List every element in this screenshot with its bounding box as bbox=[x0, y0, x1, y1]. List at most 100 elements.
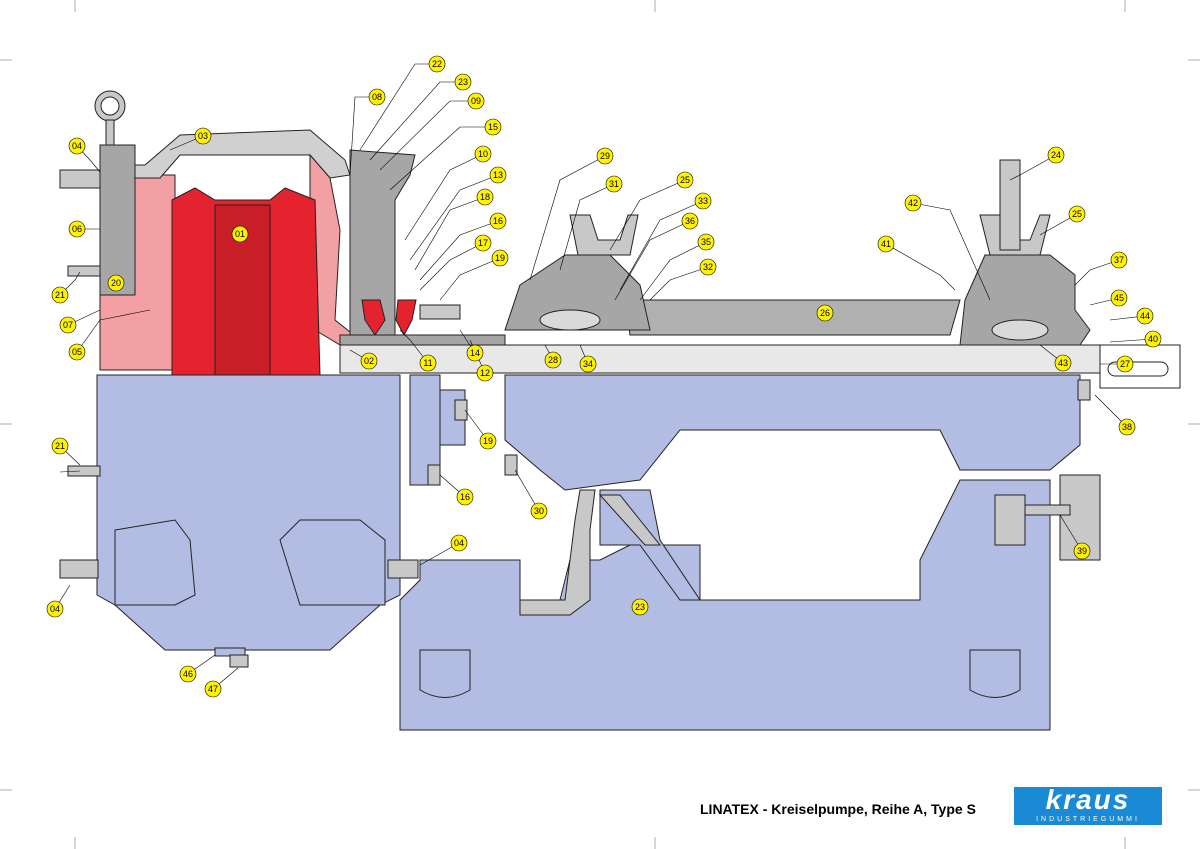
bolt-38 bbox=[1077, 379, 1091, 401]
callout-marker bbox=[579, 355, 597, 373]
callout-label: 34 bbox=[583, 359, 593, 369]
callout-25: 25 bbox=[676, 171, 694, 189]
callout-marker bbox=[605, 175, 623, 193]
callout-marker bbox=[467, 92, 485, 110]
callout-label: 13 bbox=[493, 170, 503, 180]
callout-21: 21 bbox=[51, 437, 69, 455]
callout-29: 29 bbox=[596, 147, 614, 165]
callout-35: 35 bbox=[697, 233, 715, 251]
callout-04: 04 bbox=[450, 534, 468, 552]
callout-label: 09 bbox=[471, 96, 481, 106]
callout-label: 04 bbox=[72, 141, 82, 151]
callout-marker bbox=[179, 665, 197, 683]
callout-label: 30 bbox=[534, 506, 544, 516]
bolt-16 bbox=[427, 464, 441, 486]
pulley-left bbox=[569, 214, 639, 256]
callout-label: 46 bbox=[183, 669, 193, 679]
shaft-sleeve bbox=[339, 334, 506, 346]
callout-label: 25 bbox=[680, 175, 690, 185]
lifting-eye bbox=[94, 90, 126, 146]
callout-marker bbox=[68, 137, 86, 155]
callout-38: 38 bbox=[1118, 418, 1136, 436]
callout-marker bbox=[489, 166, 507, 184]
callout-marker bbox=[484, 118, 502, 136]
callout-15: 15 bbox=[484, 118, 502, 136]
callout-04: 04 bbox=[46, 600, 64, 618]
callout-marker bbox=[194, 127, 212, 145]
callout-label: 33 bbox=[698, 196, 708, 206]
callout-label: 36 bbox=[685, 216, 695, 226]
callout-marker bbox=[68, 343, 86, 361]
cover-plate bbox=[109, 129, 351, 179]
callout-label: 37 bbox=[1114, 255, 1124, 265]
logo-brand: kraus bbox=[1045, 784, 1131, 815]
callout-marker bbox=[368, 88, 386, 106]
callout-30: 30 bbox=[530, 502, 548, 520]
callout-marker bbox=[544, 351, 562, 369]
callout-label: 14 bbox=[470, 348, 480, 358]
casing-inner-right bbox=[279, 519, 386, 606]
callout-marker bbox=[631, 598, 649, 616]
callout-marker bbox=[476, 364, 494, 382]
callout-label: 44 bbox=[1140, 311, 1150, 321]
callout-47: 47 bbox=[204, 680, 222, 698]
kraus-logo: kraus INDUSTRIEGUMMI bbox=[1014, 784, 1162, 827]
bearing-housing bbox=[504, 374, 1081, 491]
callout-label: 39 bbox=[1077, 546, 1087, 556]
callout-label: 45 bbox=[1114, 293, 1124, 303]
callout-05: 05 bbox=[68, 343, 86, 361]
callout-marker bbox=[681, 212, 699, 230]
callout-21: 21 bbox=[51, 286, 69, 304]
callout-marker bbox=[1110, 289, 1128, 307]
callout-label: 28 bbox=[548, 355, 558, 365]
callout-label: 38 bbox=[1122, 422, 1132, 432]
callout-marker bbox=[1118, 418, 1136, 436]
callout-label: 25 bbox=[1072, 209, 1082, 219]
callout-marker bbox=[231, 225, 249, 243]
callout-marker bbox=[1047, 146, 1065, 164]
callout-27: 27 bbox=[1116, 355, 1134, 373]
drive-belt bbox=[999, 159, 1021, 251]
callout-label: 04 bbox=[454, 538, 464, 548]
callout-19: 19 bbox=[491, 249, 509, 267]
callout-06: 06 bbox=[68, 220, 86, 238]
bearing-left bbox=[539, 309, 601, 331]
callout-16: 16 bbox=[489, 212, 507, 230]
stud-21-bottom bbox=[67, 465, 101, 477]
callout-marker bbox=[59, 316, 77, 334]
callout-marker bbox=[476, 188, 494, 206]
pump-casing bbox=[96, 374, 401, 651]
callout-marker bbox=[1144, 330, 1162, 348]
callout-44: 44 bbox=[1136, 307, 1154, 325]
callout-23: 23 bbox=[454, 73, 472, 91]
callout-marker bbox=[450, 534, 468, 552]
callout-marker bbox=[596, 147, 614, 165]
callout-marker bbox=[694, 192, 712, 210]
callout-marker bbox=[530, 502, 548, 520]
callout-label: 04 bbox=[50, 604, 60, 614]
callout-22: 22 bbox=[428, 55, 446, 73]
adjusting-screw bbox=[1019, 504, 1071, 516]
callout-marker bbox=[1073, 542, 1091, 560]
callout-marker bbox=[697, 233, 715, 251]
frame-flange-left bbox=[99, 144, 136, 296]
expeller bbox=[361, 299, 417, 337]
drain-plug bbox=[229, 654, 249, 668]
callout-marker bbox=[474, 145, 492, 163]
bearing-right bbox=[991, 319, 1049, 341]
callout-marker bbox=[107, 274, 125, 292]
support-brace bbox=[598, 494, 662, 546]
callout-label: 18 bbox=[480, 192, 490, 202]
callout-03: 03 bbox=[194, 127, 212, 145]
callout-11: 11 bbox=[419, 354, 437, 372]
callout-39: 39 bbox=[1073, 542, 1091, 560]
callout-07: 07 bbox=[59, 316, 77, 334]
callout-label: 41 bbox=[881, 239, 891, 249]
callout-label: 29 bbox=[600, 151, 610, 161]
callout-label: 19 bbox=[495, 253, 505, 263]
frame-plate bbox=[624, 299, 961, 336]
drawing-title: LINATEX - Kreiselpumpe, Reihe A, Type S bbox=[700, 801, 976, 817]
callout-label: 16 bbox=[460, 492, 470, 502]
callout-marker bbox=[428, 55, 446, 73]
